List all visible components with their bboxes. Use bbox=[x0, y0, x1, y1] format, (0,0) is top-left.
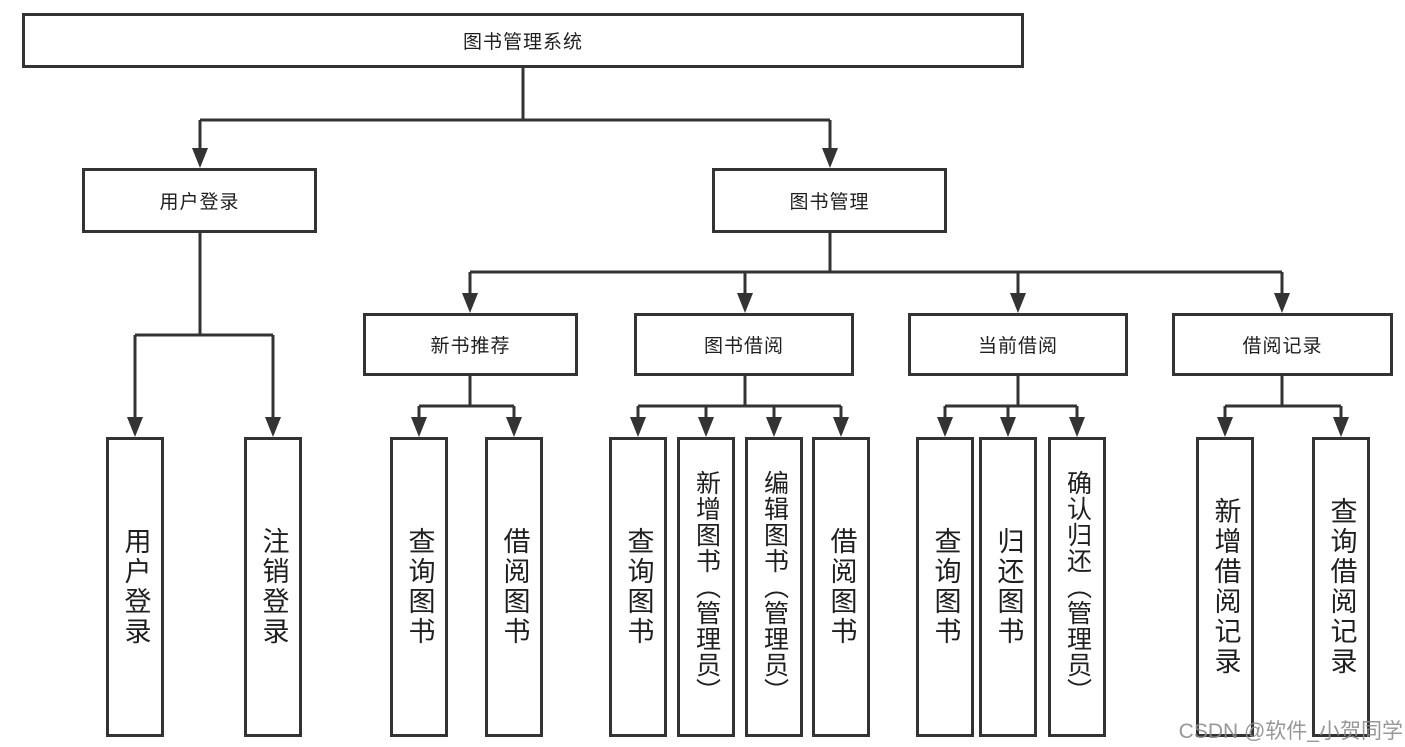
leaf-add-books-admin: 新增图书（管理员） bbox=[677, 437, 735, 737]
leaf-label: 借阅图书 bbox=[826, 527, 857, 647]
leaf-add-borrow-record: 新增借阅记录 bbox=[1196, 437, 1254, 737]
leaf-label: 确认归还（管理员） bbox=[1063, 470, 1092, 704]
leaf-label: 归还图书 bbox=[993, 527, 1024, 647]
node-borrowing-records: 借阅记录 bbox=[1172, 313, 1393, 376]
leaf-borrow-books-recommend: 借阅图书 bbox=[485, 437, 543, 737]
node-user-login: 用户登录 bbox=[82, 168, 317, 233]
leaf-label: 查询借阅记录 bbox=[1326, 497, 1357, 677]
leaf-label: 新增图书（管理员） bbox=[692, 470, 721, 704]
leaf-label: 查询图书 bbox=[623, 527, 654, 647]
leaf-label: 编辑图书（管理员） bbox=[760, 470, 789, 704]
node-book-management: 图书管理 bbox=[712, 168, 947, 233]
leaf-query-borrow-record: 查询借阅记录 bbox=[1312, 437, 1370, 737]
leaf-confirm-return-admin: 确认归还（管理员） bbox=[1048, 437, 1106, 737]
leaf-label: 查询图书 bbox=[930, 527, 961, 647]
node-new-book-recommendation: 新书推荐 bbox=[363, 313, 578, 376]
watermark: CSDN @软件_小贺同学 bbox=[1178, 720, 1403, 743]
node-book-borrowing: 图书借阅 bbox=[634, 313, 854, 376]
connector-path bbox=[133, 68, 1343, 420]
leaf-edit-books-admin: 编辑图书（管理员） bbox=[745, 437, 803, 737]
leaf-label: 借阅图书 bbox=[499, 527, 530, 647]
leaf-query-books-current: 查询图书 bbox=[916, 437, 974, 737]
leaf-label: 新增借阅记录 bbox=[1210, 497, 1241, 677]
node-library-management-system: 图书管理系统 bbox=[22, 13, 1024, 68]
leaf-label: 查询图书 bbox=[404, 527, 435, 647]
leaf-label: 用户登录 bbox=[120, 527, 151, 647]
leaf-return-books: 归还图书 bbox=[979, 437, 1037, 737]
leaf-label: 注销登录 bbox=[258, 527, 289, 647]
node-current-borrowing: 当前借阅 bbox=[908, 313, 1128, 376]
leaf-query-books-recommend: 查询图书 bbox=[390, 437, 448, 737]
arrowhead-icons bbox=[127, 148, 1349, 437]
leaf-logout: 注销登录 bbox=[244, 437, 302, 737]
leaf-query-books-borrowing: 查询图书 bbox=[609, 437, 667, 737]
leaf-borrow-books-borrowing: 借阅图书 bbox=[812, 437, 870, 737]
leaf-user-login: 用户登录 bbox=[106, 437, 164, 737]
